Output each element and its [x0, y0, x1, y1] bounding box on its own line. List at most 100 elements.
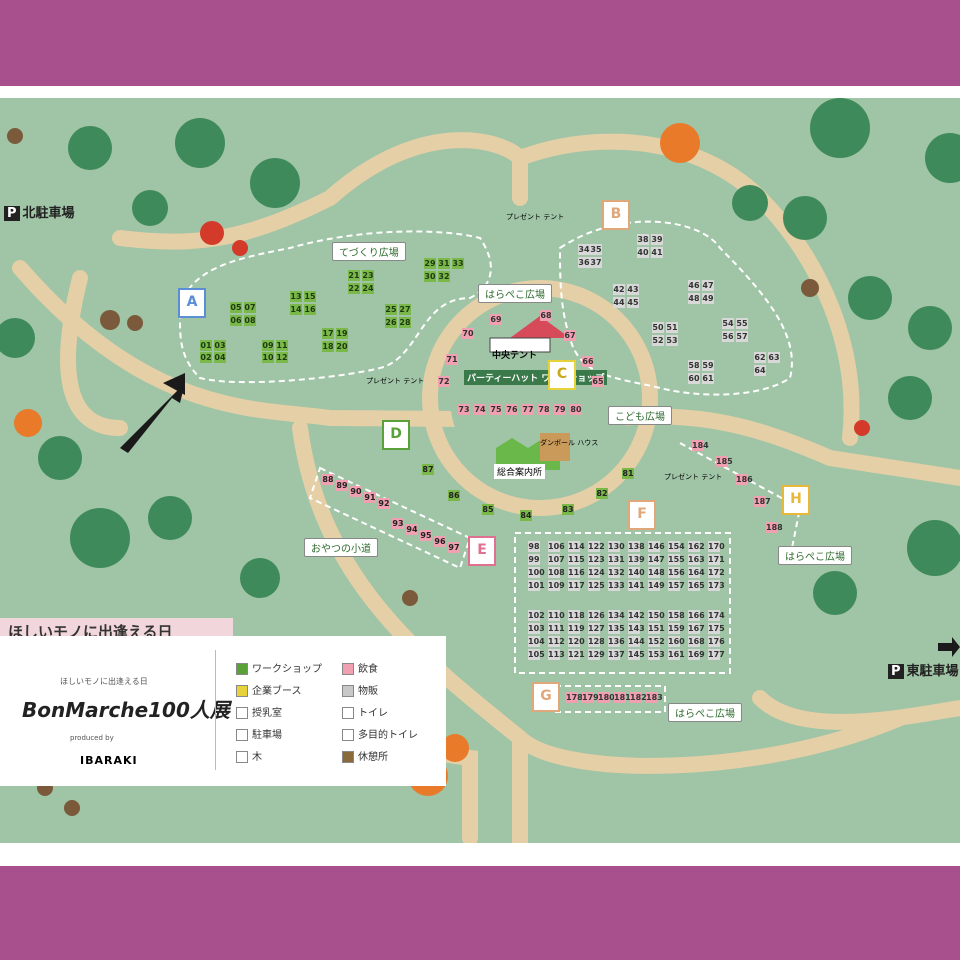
stall[interactable]: 11: [276, 340, 288, 351]
stall[interactable]: 128: [588, 636, 605, 647]
stall[interactable]: 23: [362, 270, 374, 281]
stall[interactable]: 136: [608, 636, 625, 647]
stall[interactable]: 158: [668, 610, 685, 621]
stall[interactable]: 97: [448, 542, 460, 553]
stall[interactable]: 32: [438, 271, 450, 282]
stall[interactable]: 62: [754, 352, 766, 363]
stall[interactable]: 137: [608, 649, 625, 660]
stall[interactable]: 144: [628, 636, 645, 647]
stall[interactable]: 86: [448, 490, 460, 501]
stall[interactable]: 38: [637, 234, 649, 245]
stall[interactable]: 48: [688, 293, 700, 304]
stall[interactable]: 13: [290, 291, 302, 302]
stall[interactable]: 33: [452, 258, 464, 269]
stall[interactable]: 71: [446, 354, 458, 365]
stall[interactable]: 134: [608, 610, 625, 621]
stall[interactable]: 180: [598, 692, 615, 703]
stall[interactable]: 142: [628, 610, 645, 621]
stall[interactable]: 131: [608, 554, 625, 565]
stall[interactable]: 03: [214, 340, 226, 351]
stall[interactable]: 100: [528, 567, 545, 578]
stall[interactable]: 117: [568, 580, 585, 591]
stall[interactable]: 178: [566, 692, 583, 703]
zone-sign-e[interactable]: E: [468, 536, 496, 566]
stall[interactable]: 109: [548, 580, 565, 591]
stall[interactable]: 50: [652, 322, 664, 333]
stall[interactable]: 83: [562, 504, 574, 515]
stall[interactable]: 188: [766, 522, 783, 533]
stall[interactable]: 115: [568, 554, 585, 565]
stall[interactable]: 17: [322, 328, 334, 339]
stall[interactable]: 79: [554, 404, 566, 415]
stall[interactable]: 59: [702, 360, 714, 371]
stall[interactable]: 104: [528, 636, 545, 647]
stall[interactable]: 80: [570, 404, 582, 415]
stall[interactable]: 186: [736, 474, 753, 485]
stall[interactable]: 14: [290, 304, 302, 315]
stall[interactable]: 47: [702, 280, 714, 291]
stall[interactable]: 34: [578, 244, 590, 255]
stall[interactable]: 164: [688, 567, 705, 578]
stall[interactable]: 170: [708, 541, 725, 552]
stall[interactable]: 127: [588, 623, 605, 634]
stall[interactable]: 177: [708, 649, 725, 660]
stall[interactable]: 183: [646, 692, 663, 703]
stall[interactable]: 52: [652, 335, 664, 346]
stall[interactable]: 110: [548, 610, 565, 621]
stall[interactable]: 40: [637, 247, 649, 258]
stall[interactable]: 27: [399, 304, 411, 315]
zone-sign-a[interactable]: A: [178, 288, 206, 318]
stall[interactable]: 94: [406, 524, 418, 535]
stall[interactable]: 46: [688, 280, 700, 291]
stall[interactable]: 141: [628, 580, 645, 591]
stall[interactable]: 49: [702, 293, 714, 304]
stall[interactable]: 116: [568, 567, 585, 578]
stall[interactable]: 153: [648, 649, 665, 660]
stall[interactable]: 98: [528, 541, 540, 552]
stall[interactable]: 95: [420, 530, 432, 541]
stall[interactable]: 184: [692, 440, 709, 451]
stall[interactable]: 58: [688, 360, 700, 371]
stall[interactable]: 173: [708, 580, 725, 591]
stall[interactable]: 140: [628, 567, 645, 578]
stall[interactable]: 45: [627, 297, 639, 308]
stall[interactable]: 176: [708, 636, 725, 647]
stall[interactable]: 96: [434, 536, 446, 547]
stall[interactable]: 124: [588, 567, 605, 578]
stall[interactable]: 154: [668, 541, 685, 552]
stall[interactable]: 172: [708, 567, 725, 578]
stall[interactable]: 85: [482, 504, 494, 515]
stall[interactable]: 143: [628, 623, 645, 634]
stall[interactable]: 166: [688, 610, 705, 621]
stall[interactable]: 18: [322, 341, 334, 352]
stall[interactable]: 121: [568, 649, 585, 660]
stall[interactable]: 02: [200, 352, 212, 363]
stall[interactable]: 118: [568, 610, 585, 621]
stall[interactable]: 53: [666, 335, 678, 346]
stall[interactable]: 149: [648, 580, 665, 591]
stall[interactable]: 135: [608, 623, 625, 634]
stall[interactable]: 133: [608, 580, 625, 591]
stall[interactable]: 75: [490, 404, 502, 415]
stall[interactable]: 21: [348, 270, 360, 281]
stall[interactable]: 31: [438, 258, 450, 269]
stall[interactable]: 81: [622, 468, 634, 479]
stall[interactable]: 129: [588, 649, 605, 660]
stall[interactable]: 169: [688, 649, 705, 660]
stall[interactable]: 19: [336, 328, 348, 339]
stall[interactable]: 150: [648, 610, 665, 621]
stall[interactable]: 126: [588, 610, 605, 621]
stall[interactable]: 43: [627, 284, 639, 295]
stall[interactable]: 28: [399, 317, 411, 328]
stall[interactable]: 167: [688, 623, 705, 634]
stall[interactable]: 107: [548, 554, 565, 565]
stall[interactable]: 160: [668, 636, 685, 647]
stall[interactable]: 138: [628, 541, 645, 552]
zone-sign-g[interactable]: G: [532, 682, 560, 712]
stall[interactable]: 10: [262, 352, 274, 363]
stall[interactable]: 37: [590, 257, 602, 268]
stall[interactable]: 30: [424, 271, 436, 282]
zone-sign-h[interactable]: H: [782, 485, 810, 515]
stall[interactable]: 67: [564, 330, 576, 341]
stall[interactable]: 64: [754, 365, 766, 376]
